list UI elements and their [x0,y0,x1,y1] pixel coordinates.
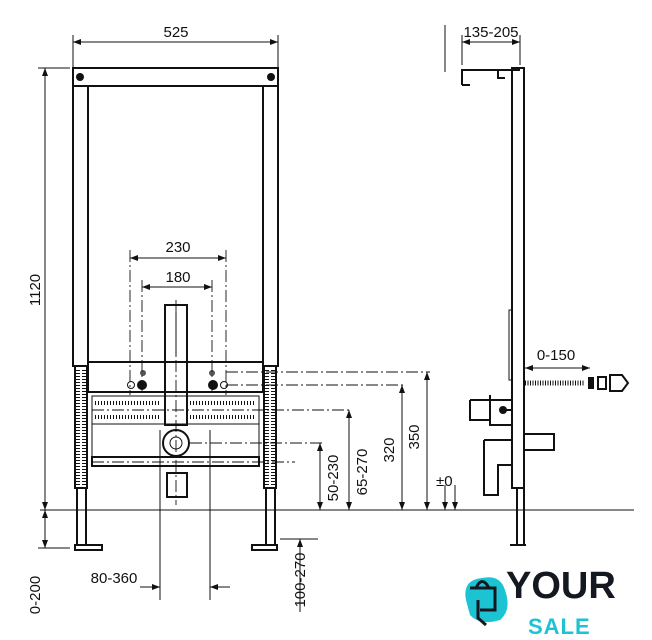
dim-supply-height: 320 [381,437,398,462]
dim-drain-height: 50-230 [325,455,342,502]
dim-offset: 0-150 [537,347,575,364]
side-view [461,67,630,546]
dim-top-height: 350 [406,424,423,449]
dim-height: 1120 [27,274,44,306]
dim-outer-spacing: 230 [165,239,190,256]
dim-foot-height: 100-270 [292,552,309,607]
dim-floor-adjust: 0-200 [27,576,44,614]
dim-drain-height-2: 65-270 [354,449,371,496]
dim-zero-level: ±0 [436,473,453,490]
logo-sale: SALE [528,614,591,639]
center-lines [92,250,430,600]
dim-width: 525 [163,24,188,41]
shopping-bag-icon [470,586,497,612]
dim-depth: 135-205 [463,24,518,41]
dimension-lines [38,25,590,612]
front-frame [72,67,279,551]
dim-foot-offset: 80-360 [91,570,138,587]
logo-your: YOUR [506,565,616,607]
dim-inner-spacing: 180 [165,269,190,286]
yoursale-logo: YOUR SALE [465,565,616,639]
